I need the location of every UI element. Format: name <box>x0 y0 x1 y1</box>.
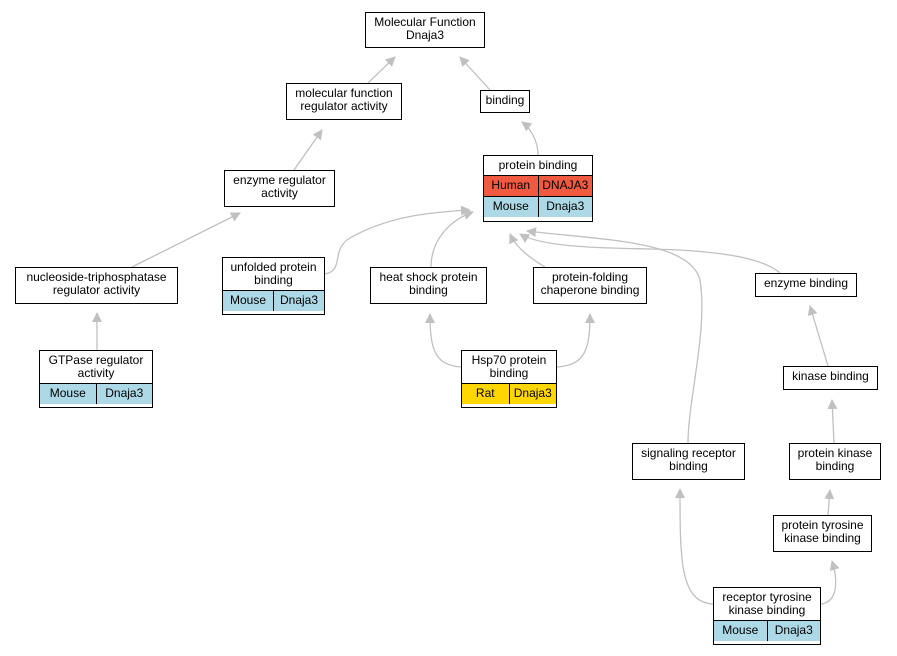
annotation-gene: Dnaja3 <box>273 291 324 311</box>
annotation-row: Mouse Dnaja3 <box>223 290 324 311</box>
node-heat-shock[interactable]: heat shock protein binding <box>370 267 487 304</box>
edge-ntpase-regulator-to-enzyme-regulator <box>131 212 241 268</box>
node-label: protein-folding chaperone binding <box>540 270 640 297</box>
node-label: molecular function regulator activity <box>295 86 393 113</box>
node-molecular-function[interactable]: Molecular Function Dnaja3 <box>365 12 485 48</box>
node-label: protein binding <box>498 158 578 172</box>
node-label: receptor tyrosine kinase binding <box>722 590 812 617</box>
annotation-gene: Dnaja3 <box>508 384 557 404</box>
edge-protein-kinase-to-kinase-binding <box>827 399 838 444</box>
node-label: enzyme regulator activity <box>233 173 326 200</box>
edge-kinase-binding-to-enzyme-binding <box>807 305 829 367</box>
edge-rtk-binding-to-ptk-binding <box>820 560 840 605</box>
annotation-species: Mouse <box>492 199 529 213</box>
node-signaling-receptor[interactable]: signaling receptor binding <box>632 443 745 480</box>
annotation-species: Mouse <box>722 623 759 637</box>
node-label: heat shock protein binding <box>379 270 478 297</box>
node-label: enzyme binding <box>763 276 849 290</box>
node-label: GTPase regulator activity <box>48 353 144 380</box>
annotation-gene: Dnaja3 <box>537 197 593 217</box>
edge-signaling-receptor-to-protein-binding <box>526 227 703 444</box>
annotation-species: Human <box>491 178 531 192</box>
annotation-species: Mouse <box>49 386 86 400</box>
annotation-row: Mouse Dnaja3 <box>484 196 592 217</box>
node-label: signaling receptor binding <box>641 446 736 473</box>
edge-heat-shock-to-protein-binding <box>430 210 474 268</box>
node-binding[interactable]: binding <box>480 90 530 113</box>
annotation-gene: Dnaja3 <box>95 384 153 404</box>
node-label: unfolded protein binding <box>230 260 317 287</box>
annotation-row: Mouse Dnaja3 <box>40 383 152 404</box>
node-label: Hsp70 protein binding <box>471 353 547 380</box>
node-protein-folding[interactable]: protein-folding chaperone binding <box>533 267 647 304</box>
node-ptk-binding[interactable]: protein tyrosine kinase binding <box>773 515 872 552</box>
annotation-row: Rat Dnaja3 <box>462 383 556 404</box>
node-label: nucleoside-triphosphatase regulator acti… <box>26 270 167 297</box>
node-label: protein tyrosine kinase binding <box>781 518 864 545</box>
annotation-species: Mouse <box>229 293 267 307</box>
edge-hsp70-to-protein-folding <box>556 313 595 368</box>
annotation-row: Human DNAJA3 <box>484 175 592 196</box>
node-label: kinase binding <box>792 369 869 383</box>
node-enzyme-binding[interactable]: enzyme binding <box>755 273 857 297</box>
node-protein-kinase[interactable]: protein kinase binding <box>789 443 881 480</box>
node-mf-regulator[interactable]: molecular function regulator activity <box>286 83 402 120</box>
edge-unfolded-protein-to-protein-binding <box>324 205 471 275</box>
node-label: Molecular Function Dnaja3 <box>374 15 476 42</box>
annotation-row: Mouse Dnaja3 <box>714 620 820 641</box>
node-enzyme-regulator[interactable]: enzyme regulator activity <box>224 170 335 207</box>
annotation-species: Rat <box>475 386 495 400</box>
annotation-gene: DNAJA3 <box>537 176 593 196</box>
edge-hsp70-to-heat-shock <box>425 313 462 368</box>
edge-mf-regulator-to-molecular-function <box>367 56 396 84</box>
edge-binding-to-molecular-function <box>459 56 491 91</box>
edge-ptk-binding-to-protein-kinase <box>824 489 835 516</box>
node-kinase-binding[interactable]: kinase binding <box>783 366 878 390</box>
node-label: protein kinase binding <box>797 446 873 473</box>
node-label: binding <box>485 93 525 107</box>
annotation-gene: Dnaja3 <box>766 621 821 641</box>
edge-enzyme-regulator-to-mf-regulator <box>293 129 323 171</box>
edge-rtk-binding-to-signaling-receptor <box>675 488 714 605</box>
edge-protein-binding-to-binding <box>521 121 539 156</box>
edge-enzyme-binding-to-protein-binding <box>519 233 781 274</box>
node-ntpase-regulator[interactable]: nucleoside-triphosphatase regulator acti… <box>15 267 178 304</box>
edge-protein-folding-to-protein-binding <box>509 233 546 268</box>
